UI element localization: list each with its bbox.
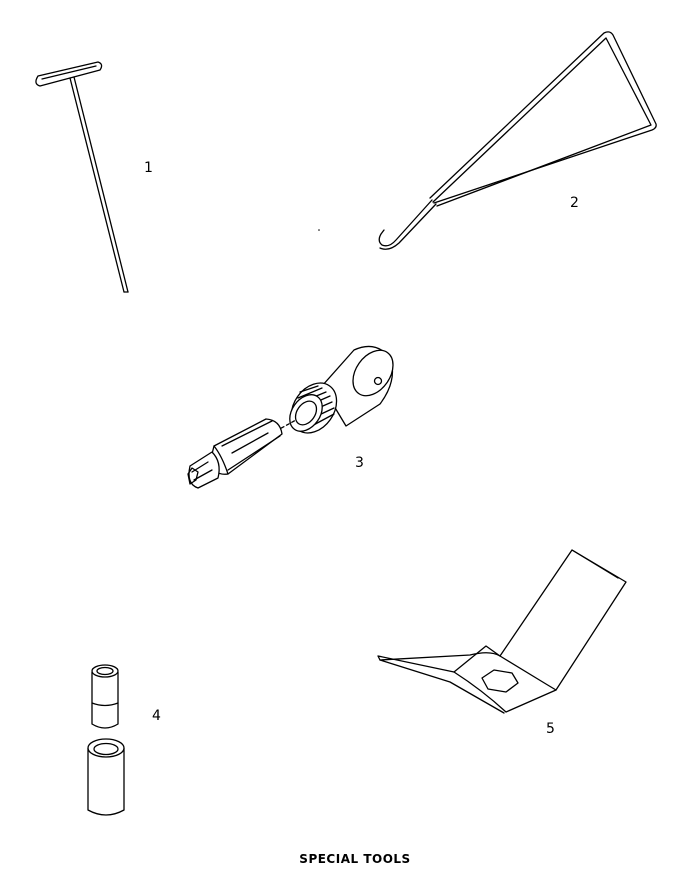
stray-dot: [318, 229, 320, 231]
torx-bit-socket-adapter-icon: [187, 345, 394, 489]
callout-3: 3: [355, 455, 364, 471]
callout-5: 5: [546, 721, 555, 737]
hex-bent-plate-wrench-icon: [377, 549, 627, 714]
callout-4: 4: [152, 708, 161, 724]
callout-1: 1: [144, 160, 153, 176]
two-sleeve-bushings-icon: [87, 664, 125, 816]
t-handle-wire-tool-icon: [35, 61, 129, 293]
bent-wire-hook-tool-icon: [378, 31, 657, 250]
callout-2: 2: [570, 195, 579, 211]
diagram-caption: SPECIAL TOOLS: [299, 852, 411, 866]
